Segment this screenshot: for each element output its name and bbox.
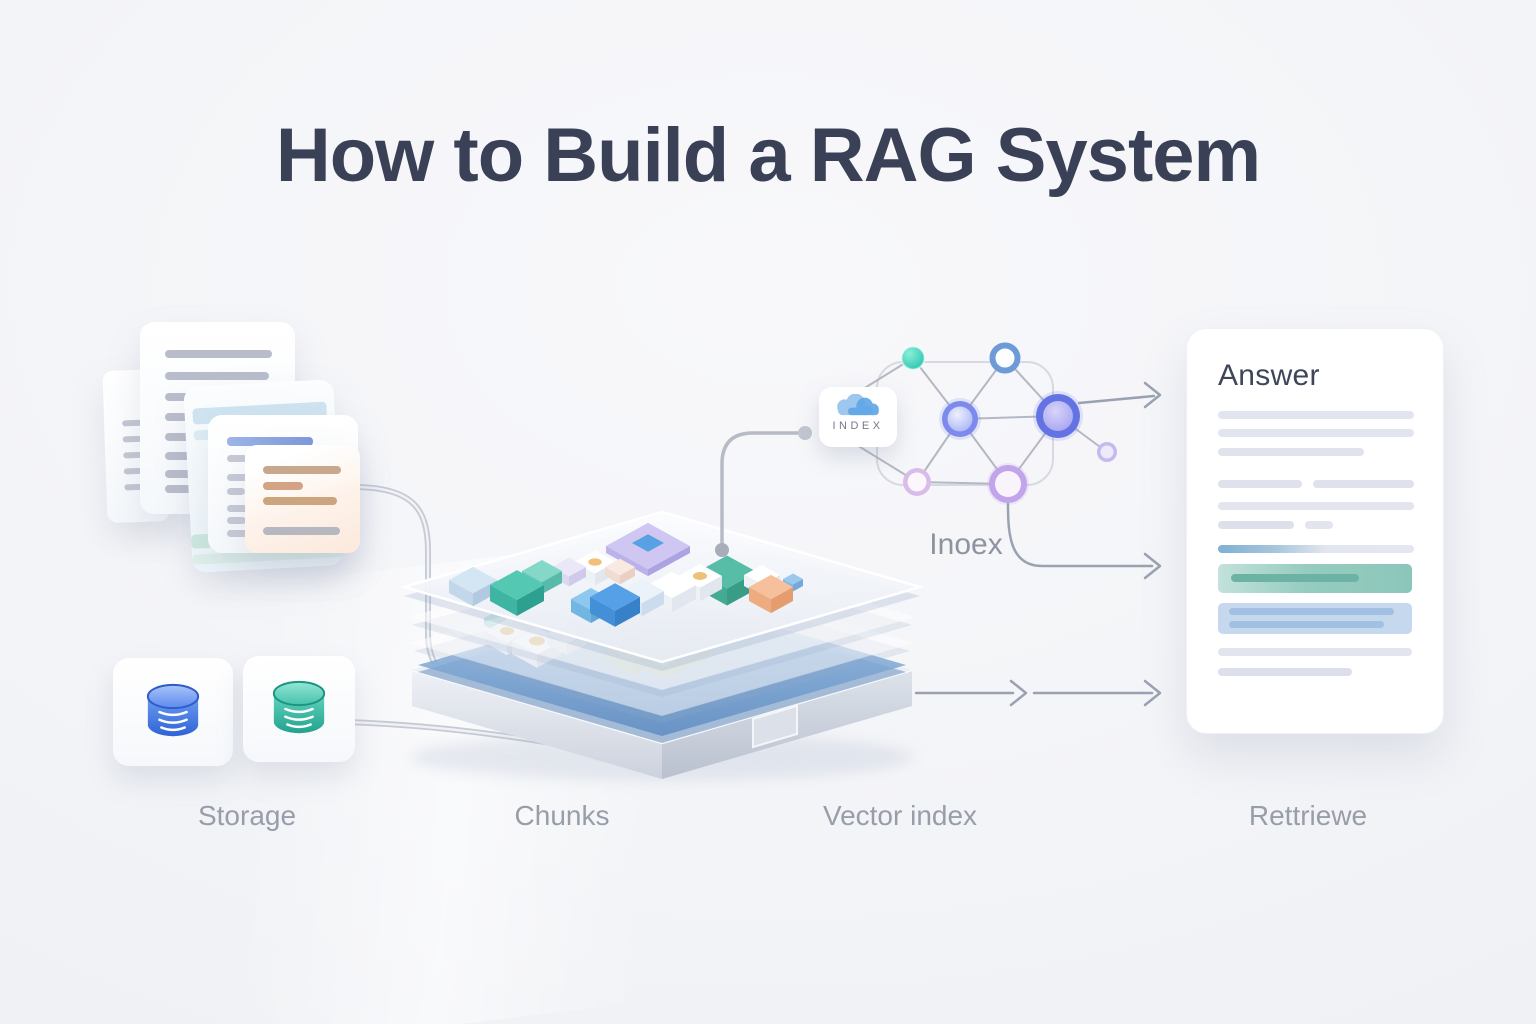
index-badge: INDEX <box>819 387 897 447</box>
skeleton-line <box>1218 521 1294 529</box>
skeleton-line <box>1218 411 1414 419</box>
document-card-front <box>245 445 360 553</box>
graph-node-small <box>1097 442 1117 462</box>
arrow-icon <box>1143 679 1162 707</box>
cloud-icon <box>837 394 879 416</box>
storage-card-primary <box>113 658 233 766</box>
graph-node-ring-blue <box>989 342 1021 374</box>
skeleton-line <box>1313 480 1414 488</box>
database-icon <box>146 683 200 737</box>
index-connector <box>715 426 812 557</box>
stage-label-storage: Storage <box>197 800 297 831</box>
skeleton-line <box>1218 648 1412 656</box>
network-graph <box>851 342 1117 505</box>
document-stack <box>100 315 380 615</box>
skeleton-line <box>1218 545 1414 553</box>
highlight-block-blue <box>1218 603 1412 634</box>
skeleton-line <box>1218 668 1352 676</box>
storage-card-secondary <box>243 656 355 762</box>
arrow-icon <box>1143 381 1162 409</box>
skeleton-line <box>1218 448 1364 456</box>
answer-panel: Answer <box>1186 328 1444 734</box>
stage-label-vector-index: Vector index <box>822 800 978 831</box>
page-title: How to Build a RAG System <box>275 113 1261 198</box>
graph-node-right <box>1036 394 1080 438</box>
highlight-block-teal <box>1218 564 1412 593</box>
graph-node-purple-center <box>989 465 1027 503</box>
graph-node-purple-left <box>903 468 931 496</box>
arrow-icon <box>1009 679 1028 707</box>
graph-node-center <box>942 401 978 437</box>
skeleton-line <box>1218 480 1302 488</box>
skeleton-line <box>1218 502 1414 510</box>
skeleton-line <box>1218 429 1414 437</box>
stage-label-retrieve: Rettriewe <box>1248 800 1368 831</box>
database-icon <box>272 680 326 734</box>
stage-label-chunks: Chunks <box>514 800 610 831</box>
flow-arrows <box>914 381 1162 707</box>
graph-caption: Inoex <box>929 528 1003 561</box>
graph-node-teal <box>900 345 926 371</box>
skeleton-line <box>1305 521 1333 529</box>
arrow-icon <box>1143 552 1162 580</box>
chunk-stack-illustration <box>399 510 925 781</box>
index-badge-label: INDEX <box>832 420 884 432</box>
answer-title: Answer <box>1218 359 1320 392</box>
